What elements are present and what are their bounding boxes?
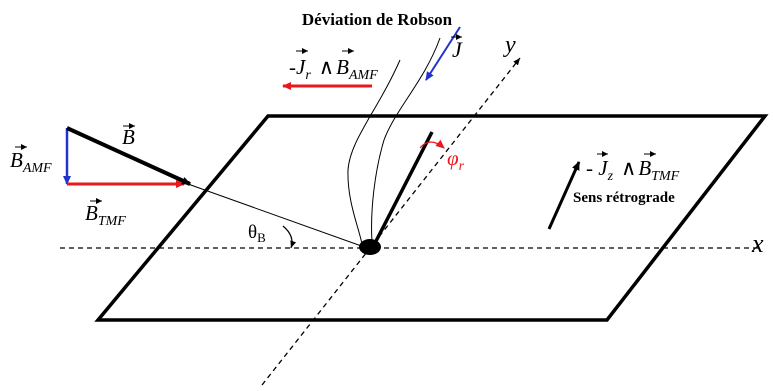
- field-direction-line: [187, 183, 368, 249]
- vector-overbars: [15, 34, 656, 204]
- y-axis-label: y: [503, 32, 516, 58]
- force-left-b: B: [336, 55, 349, 79]
- force-right-prefix: -: [586, 156, 598, 180]
- current-j-vector: [425, 26, 461, 81]
- b-tmf-label: BTMF: [85, 201, 126, 229]
- force-left-op: ∧: [319, 55, 334, 79]
- force-right-j: J: [598, 156, 609, 180]
- retrograde-arrow: [547, 161, 581, 230]
- theta-sub: B: [257, 230, 266, 245]
- force-left-prefix: -: [289, 55, 296, 79]
- b-amf-letter: B: [10, 148, 23, 172]
- x-axis-label: x: [751, 229, 764, 258]
- theta-b-arc: [282, 225, 297, 249]
- phi-r-label: φr: [447, 146, 465, 174]
- b-vector: [66, 126, 191, 186]
- force-left-b-sub: AMF: [348, 68, 378, 83]
- origin-point: [359, 239, 381, 255]
- b-amf-sub: AMF: [22, 161, 52, 176]
- force-left-j: J: [296, 55, 307, 79]
- theta-b-label: θB: [248, 222, 266, 245]
- force-right-label: - Jz ∧BTMF: [586, 156, 680, 184]
- y-axis: [261, 57, 521, 386]
- phi-sub: r: [459, 159, 465, 174]
- arc-boundary-right: [371, 37, 441, 243]
- arc-boundary-left: [347, 59, 401, 245]
- force-right-j-sub: z: [607, 169, 614, 184]
- phi-r-arc: [419, 139, 445, 149]
- theta-letter: θ: [248, 222, 257, 243]
- plane: [94, 114, 769, 322]
- b-vector-label: B: [122, 125, 135, 149]
- deviated-arc-vector: [371, 131, 434, 248]
- retrograde-label: Sens rétrograde: [573, 190, 675, 206]
- diagram-title: Déviation de Robson: [302, 10, 453, 29]
- b-tmf-letter: B: [85, 201, 98, 225]
- force-right-op: ∧: [621, 156, 636, 180]
- force-right-b: B: [638, 156, 651, 180]
- b-amf-label: BAMF: [10, 148, 52, 176]
- phi-letter: φ: [447, 146, 459, 170]
- force-left-j-sub: r: [305, 68, 311, 83]
- current-j-label: J: [452, 37, 463, 62]
- force-right-b-sub: TMF: [651, 169, 679, 184]
- b-tmf-sub: TMF: [98, 214, 126, 229]
- force-left-label: -Jr ∧BAMF: [289, 55, 378, 83]
